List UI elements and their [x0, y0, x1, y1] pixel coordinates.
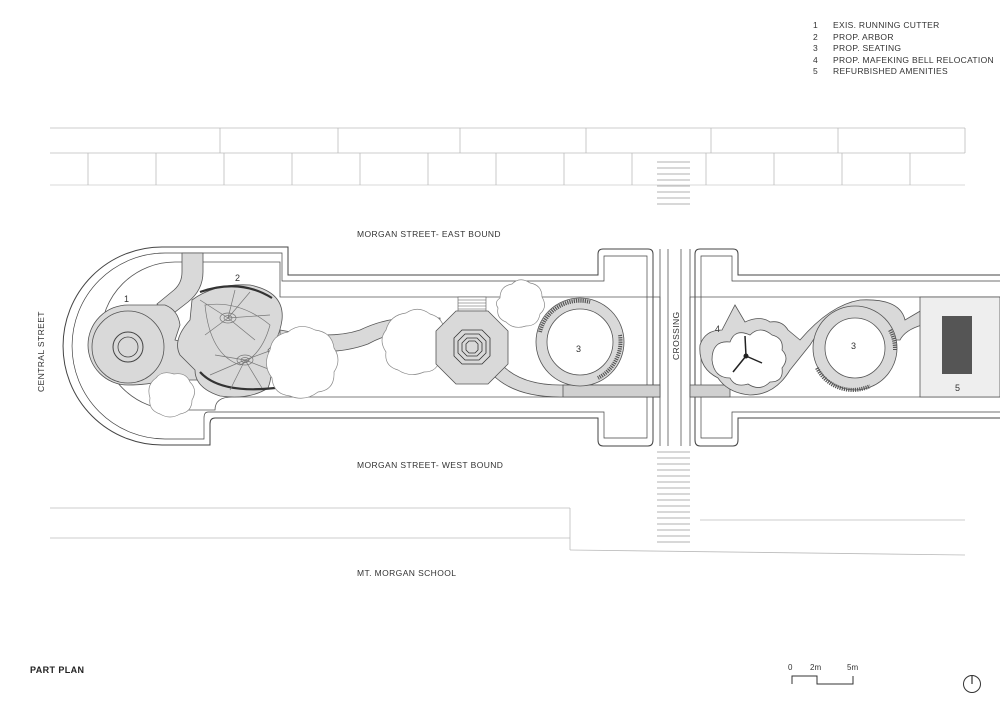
seating-circle-east — [812, 305, 898, 392]
marker-4: 4 — [715, 324, 720, 334]
pedestrian-crossing-stripes — [657, 161, 690, 543]
crossing-label: CROSSING — [671, 311, 681, 360]
marker-1: 1 — [124, 294, 129, 304]
legend-item: 3 PROP. SEATING — [813, 43, 902, 54]
legend-item: 4 PROP. MAFEKING BELL RELOCATION — [813, 54, 994, 65]
running-cutter-feature — [87, 304, 201, 386]
legend-item: 2 PROP. ARBOR — [813, 31, 894, 42]
tree-canopies — [148, 279, 545, 418]
mafeking-bell-feature — [699, 299, 923, 396]
school-label: MT. MORGAN SCHOOL — [357, 568, 456, 578]
scale-label-zero: 0 — [788, 663, 793, 672]
marker-2: 2 — [235, 273, 240, 283]
legend-item: 1 EXIS. RUNNING CUTTER — [813, 20, 940, 30]
drawing-title: PART PLAN — [30, 665, 85, 675]
south-frontage — [50, 507, 966, 556]
legend: 1 EXIS. RUNNING CUTTER 2 PROP. ARBOR 3 P… — [813, 20, 994, 78]
amenities-block — [919, 296, 1000, 398]
scale-bar: 0 2m 5m — [788, 663, 858, 685]
scale-label-mid: 2m — [810, 663, 821, 672]
west-bound-label: MORGAN STREET- WEST BOUND — [357, 460, 503, 470]
central-street-label: CENTRAL STREET — [36, 311, 46, 392]
seating-circle-west — [535, 297, 625, 387]
marker-5: 5 — [955, 383, 960, 393]
east-bound-label: MORGAN STREET- EAST BOUND — [357, 229, 501, 239]
north-arrow-icon — [963, 675, 981, 693]
scale-label-end: 5m — [847, 663, 858, 672]
marker-3-east: 3 — [851, 341, 856, 351]
marker-3-west: 3 — [576, 344, 581, 354]
north-frontage — [50, 127, 966, 186]
octagon-feature — [435, 310, 509, 385]
legend-item: 5 REFURBISHED AMENITIES — [813, 66, 948, 77]
planting-bed-edges — [100, 249, 1000, 446]
median-island-west — [62, 246, 654, 447]
